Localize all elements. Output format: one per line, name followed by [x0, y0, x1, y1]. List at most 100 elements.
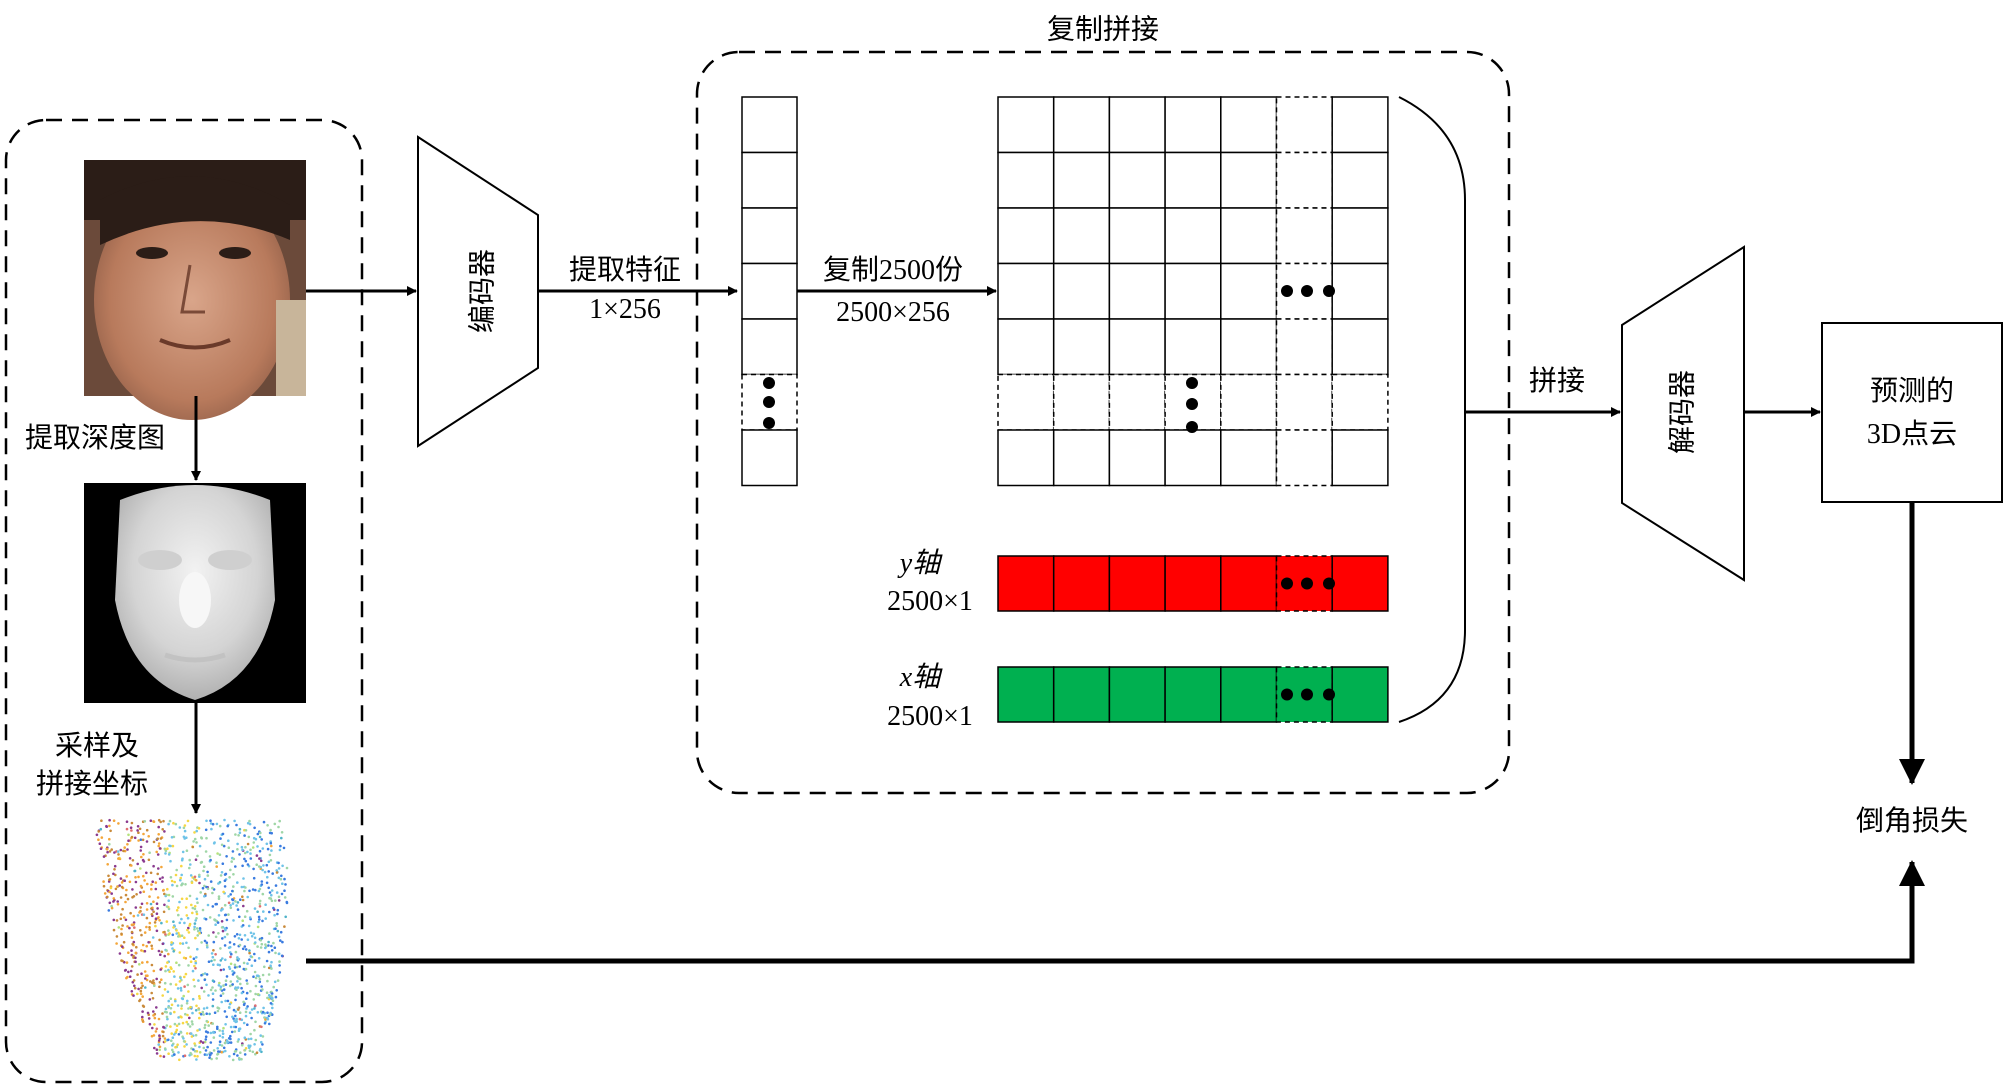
decoder-block	[1621, 245, 1745, 582]
coordinate-cell	[1331, 555, 1389, 612]
matrix-cell	[997, 96, 1055, 154]
copy-concat-title: 复制拼接	[1047, 13, 1159, 45]
coordinate-cell	[1220, 555, 1278, 612]
copied-size-label: 2500×256	[836, 297, 950, 328]
ellipsis-dot	[1301, 577, 1313, 590]
ellipsis-dot	[763, 417, 775, 429]
matrix-cell	[1331, 207, 1389, 265]
feature-cell	[741, 262, 798, 320]
predicted-point-cloud-box	[1821, 322, 2003, 503]
ellipsis-dot	[1186, 377, 1198, 389]
matrix-cell	[1164, 262, 1222, 320]
copied-feature-matrix	[997, 96, 1389, 487]
matrix-cell	[1331, 151, 1389, 209]
coordinate-cell	[1164, 555, 1222, 612]
feature-vector	[741, 96, 798, 487]
matrix-cell	[1108, 151, 1166, 209]
matrix-cell	[997, 207, 1055, 265]
y-size-label: 2500×1	[887, 586, 973, 617]
matrix-cell	[1331, 373, 1389, 431]
matrix-cell	[1220, 151, 1278, 209]
matrix-cell	[1331, 96, 1389, 154]
x-axis-label: x轴	[899, 662, 943, 693]
input-group-frame	[4, 118, 364, 1084]
ellipsis-dot	[1281, 577, 1293, 590]
coordinate-cell	[1052, 666, 1111, 723]
extract-depth-label: 提取深度图	[25, 422, 165, 454]
feature-cell	[741, 96, 798, 154]
matrix-cell	[1220, 318, 1278, 376]
matrix-cell	[997, 373, 1055, 431]
ellipsis-dot	[1323, 285, 1335, 297]
matrix-cell	[1108, 318, 1166, 376]
feature-cell	[741, 207, 798, 265]
matrix-cell	[1275, 318, 1333, 376]
matrix-cell	[1275, 429, 1333, 487]
coordinate-cell	[1220, 666, 1278, 723]
matrix-cell	[1220, 429, 1278, 487]
matrix-cell	[997, 151, 1055, 209]
predicted-label-line1: 预测的	[1870, 375, 1954, 407]
ellipsis-dot	[763, 377, 775, 389]
matrix-cell	[1331, 318, 1389, 376]
coordinate-cell	[1164, 666, 1222, 723]
predicted-label-line2: 3D点云	[1867, 419, 1957, 450]
matrix-cell	[1164, 318, 1222, 376]
matrix-cell	[1220, 96, 1278, 154]
y-axis-label: y轴	[897, 548, 943, 579]
matrix-cell	[1052, 429, 1111, 487]
concat-brace	[1398, 96, 1466, 723]
matrix-cell	[1275, 96, 1333, 154]
sample-label-line1: 采样及	[55, 730, 139, 762]
coordinate-cell	[1052, 555, 1111, 612]
coordinate-cell	[997, 666, 1055, 723]
coordinate-cell	[1108, 555, 1166, 612]
ellipsis-dot	[763, 396, 775, 408]
matrix-cell	[1164, 429, 1222, 487]
matrix-cell	[1164, 96, 1222, 154]
matrix-cell	[1052, 96, 1111, 154]
ellipsis-dot	[1281, 285, 1293, 297]
encoder-label: 编码器	[466, 249, 498, 333]
matrix-cell	[1052, 151, 1111, 209]
matrix-cell	[1220, 207, 1278, 265]
matrix-cell	[1331, 262, 1389, 320]
matrix-cell	[997, 318, 1055, 376]
x-size-label: 2500×1	[887, 701, 973, 732]
feature-cell	[741, 429, 798, 487]
matrix-cell	[1108, 373, 1166, 431]
matrix-cell	[1275, 373, 1333, 431]
matrix-cell	[1275, 151, 1333, 209]
matrix-cell	[1275, 207, 1333, 265]
feature-size-label: 1×256	[589, 294, 661, 325]
matrix-cell	[1108, 429, 1166, 487]
depth-map	[84, 483, 306, 703]
coordinate-cell	[997, 555, 1055, 612]
encoder-block	[417, 135, 539, 448]
colored-point-cloud	[95, 818, 289, 1062]
matrix-cell	[997, 262, 1055, 320]
matrix-cell	[1108, 262, 1166, 320]
ellipsis-dot	[1323, 688, 1335, 701]
matrix-cell	[1052, 262, 1111, 320]
extract-features-label: 提取特征	[569, 254, 681, 286]
matrix-cell	[1220, 262, 1278, 320]
coordinate-cell	[1108, 666, 1166, 723]
ellipsis-dot	[1281, 688, 1293, 701]
matrix-cell	[1164, 151, 1222, 209]
copy-concat-frame	[695, 50, 1511, 795]
coordinate-cell	[1331, 666, 1389, 723]
ellipsis-dot	[1301, 688, 1313, 701]
matrix-cell	[1331, 429, 1389, 487]
matrix-cell	[1164, 207, 1222, 265]
decoder-label: 解码器	[1666, 370, 1698, 454]
sample-label-line2: 拼接坐标	[36, 768, 148, 800]
face-photo	[84, 160, 306, 420]
matrix-cell	[1052, 207, 1111, 265]
feature-cell	[741, 318, 798, 376]
ellipsis-dot	[1323, 577, 1335, 590]
matrix-cell	[1220, 373, 1278, 431]
copy-2500-label: 复制2500份	[823, 254, 963, 286]
chamfer-loss-label: 倒角损失	[1856, 805, 1968, 837]
